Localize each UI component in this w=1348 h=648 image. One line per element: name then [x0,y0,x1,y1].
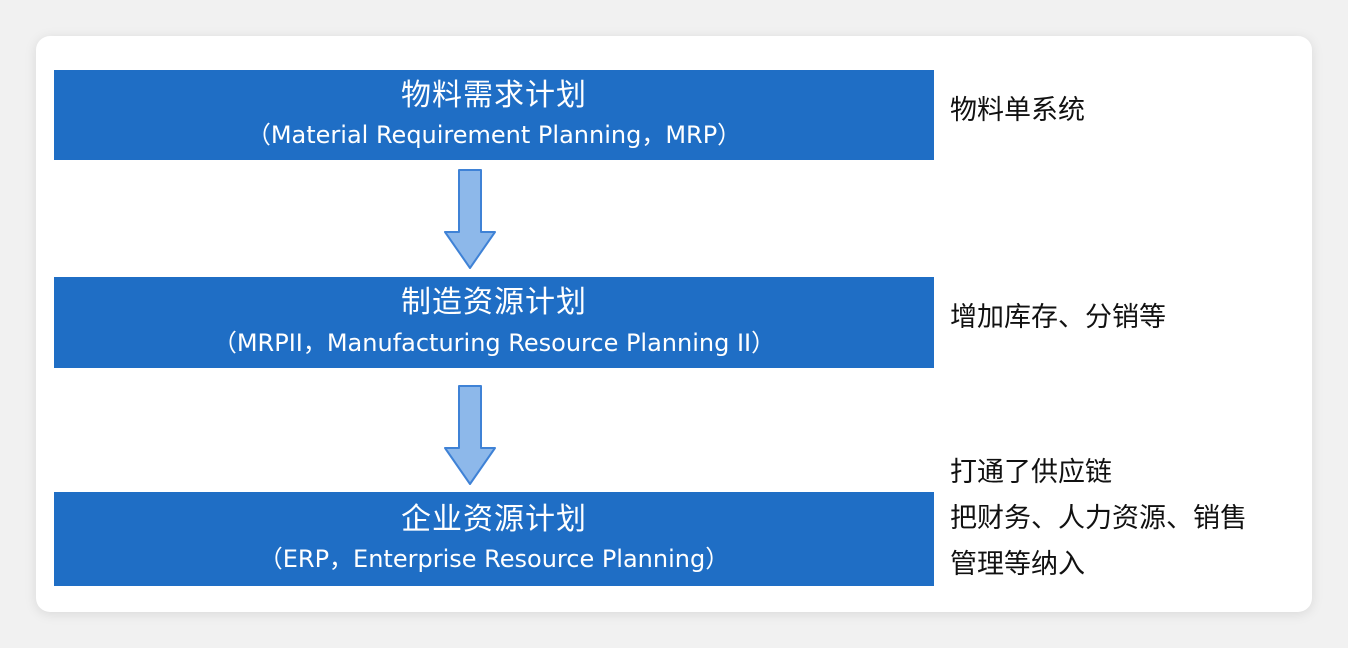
note-line: 物料单系统 [950,95,1085,126]
stage-box-mrp: 物料需求计划 （Material Requirement Planning，MR… [54,70,934,160]
stage-box-mrp2: 制造资源计划 （MRPII，Manufacturing Resource Pla… [54,277,934,368]
stage-subtitle: （ERP，Enterprise Resource Planning） [258,545,730,573]
stage-note-mrp2: 增加库存、分销等 [950,295,1166,341]
note-line: 增加库存、分销等 [950,302,1166,333]
stage-subtitle: （Material Requirement Planning，MRP） [246,121,742,149]
arrow-down-icon [444,169,496,269]
stage-title: 企业资源计划 [401,502,587,537]
stage-note-mrp: 物料单系统 [950,88,1085,134]
note-line: 打通了供应链 [950,457,1112,488]
note-line: 管理等纳入 [950,549,1085,580]
stage-box-erp: 企业资源计划 （ERP，Enterprise Resource Planning… [54,492,934,586]
stage-subtitle: （MRPII，Manufacturing Resource Planning I… [212,329,776,357]
stage-title: 物料需求计划 [401,78,587,113]
arrow-down-icon [444,385,496,485]
stage-title: 制造资源计划 [401,285,587,320]
stage-note-erp: 打通了供应链 把财务、人力资源、销售 管理等纳入 [950,450,1247,588]
note-line: 把财务、人力资源、销售 [950,503,1247,534]
